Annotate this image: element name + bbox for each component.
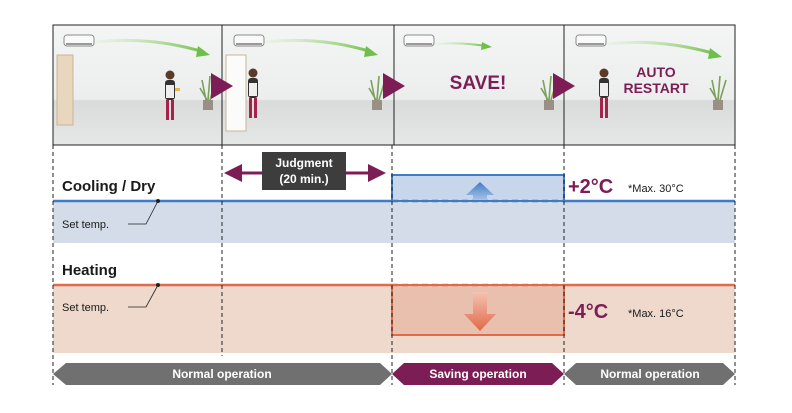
air-conditioner-icon xyxy=(403,34,435,47)
heating-offset: -4°C xyxy=(568,301,608,323)
airflow-arrow-icon xyxy=(265,38,373,54)
column-dividers xyxy=(52,145,736,385)
heating-band xyxy=(53,283,735,353)
open-door-icon xyxy=(225,54,247,132)
plant-icon xyxy=(709,75,727,110)
judgment-indicator: Judgment (20 min.) xyxy=(224,152,386,190)
air-conditioner-icon xyxy=(575,34,607,47)
scene-panel-1 xyxy=(52,24,223,146)
door-icon xyxy=(56,54,74,126)
cooling-max-note: *Max. 30°C xyxy=(628,183,684,195)
plant-icon xyxy=(540,75,558,110)
timeline-normal-right xyxy=(564,363,735,385)
auto-restart-caption-line2: RESTART xyxy=(623,80,689,96)
person-icon xyxy=(165,70,180,120)
scene-panel-4 xyxy=(563,24,736,146)
person-icon xyxy=(599,68,609,118)
air-conditioner-icon xyxy=(63,34,95,47)
heating-set-temp-leader xyxy=(128,284,159,308)
air-conditioner-icon xyxy=(233,34,265,47)
airflow-arrow-icon xyxy=(95,38,205,54)
transition-arrow-icon xyxy=(211,73,233,99)
scene-panel-3 xyxy=(393,24,565,146)
timeline-normal-right-label: Normal operation xyxy=(600,367,699,381)
save-caption: SAVE! xyxy=(450,73,507,94)
airflow-arrow-icon xyxy=(607,40,717,56)
cooling-band xyxy=(53,174,735,243)
heating-set-temp-label: Set temp. xyxy=(62,302,109,314)
timeline-normal-left-label: Normal operation xyxy=(172,367,271,381)
heating-max-note: *Max. 16°C xyxy=(628,308,684,320)
cooling-title: Cooling / Dry xyxy=(62,178,156,195)
timeline-saving xyxy=(392,363,564,385)
transition-arrow-icon xyxy=(553,73,575,99)
right-arrow-icon xyxy=(368,164,386,182)
cooling-set-temp-leader xyxy=(128,200,159,225)
plant-icon xyxy=(368,75,386,110)
scene-panel-2 xyxy=(221,24,395,146)
person-icon xyxy=(248,68,258,118)
cooling-set-temp-label: Set temp. xyxy=(62,219,109,231)
judgment-label: Judgment xyxy=(275,156,332,170)
plant-icon xyxy=(199,75,217,110)
heating-title: Heating xyxy=(62,262,117,279)
operation-timeline: Normal operation Saving operation Normal… xyxy=(53,363,735,385)
cooling-offset: +2°C xyxy=(568,176,613,198)
down-arrow-icon xyxy=(464,292,496,331)
up-arrow-icon xyxy=(466,182,494,200)
judgment-duration: (20 min.) xyxy=(279,172,328,186)
scene-panels: SAVE! AUTO RESTART xyxy=(52,24,736,146)
timeline-normal-left xyxy=(53,363,392,385)
timeline-saving-label: Saving operation xyxy=(429,367,526,381)
auto-restart-caption-line1: AUTO xyxy=(636,64,676,80)
left-arrow-icon xyxy=(224,164,242,182)
transition-arrow-icon xyxy=(383,73,405,99)
